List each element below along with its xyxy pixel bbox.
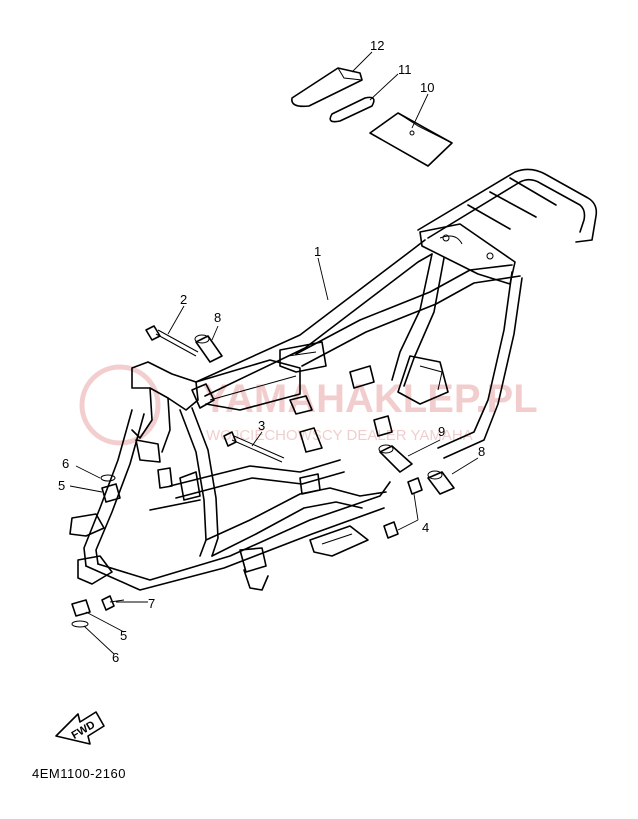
part-5-damper-upper <box>101 483 121 503</box>
leader-lines <box>69 51 479 655</box>
callout-7: 7 <box>148 596 155 611</box>
fwd-label: FWD <box>70 719 98 742</box>
callout-8-upper: 8 <box>214 310 221 325</box>
part-11-strip <box>329 96 375 123</box>
callout-3: 3 <box>258 418 265 433</box>
part-9-collar <box>378 444 413 473</box>
callout-9: 9 <box>438 424 445 439</box>
part-4-nut-upper <box>407 477 423 495</box>
callout-5-upper: 5 <box>58 478 65 493</box>
part-6-washer-lower <box>71 620 89 628</box>
watermark-logo <box>79 364 161 446</box>
part-7-bolt <box>101 595 125 611</box>
callout-12: 12 <box>370 38 384 53</box>
part-10-pouch <box>369 112 453 167</box>
part-6-washer-upper <box>100 474 116 482</box>
callout-1: 1 <box>314 244 321 259</box>
part-2-bolt <box>145 325 199 357</box>
part-8-collar-lower <box>427 470 455 495</box>
callout-4: 4 <box>422 520 429 535</box>
part-4-nut-lower <box>383 521 399 539</box>
callout-8-lower: 8 <box>478 444 485 459</box>
part-12-pad <box>291 67 363 108</box>
watermark-subtitle: WOJCIECHOWSCY DEALER YAMAHA <box>206 427 473 444</box>
main-frame <box>69 168 598 591</box>
part-3-bolt <box>223 431 285 463</box>
callout-5-lower: 5 <box>120 628 127 643</box>
callout-2: 2 <box>180 292 187 307</box>
callout-6-upper: 6 <box>62 456 69 471</box>
callout-10: 10 <box>420 80 434 95</box>
diagram-code: 4EM1100-2160 <box>32 766 126 781</box>
part-5-damper-lower <box>71 599 91 617</box>
fwd-arrow-icon: FWD <box>55 711 105 745</box>
callout-11: 11 <box>398 62 412 77</box>
part-8-collar-upper <box>194 334 223 363</box>
callout-6-lower: 6 <box>112 650 119 665</box>
callout-labels: 12 11 10 1 2 8 3 9 8 4 6 5 7 5 6 <box>58 38 485 665</box>
